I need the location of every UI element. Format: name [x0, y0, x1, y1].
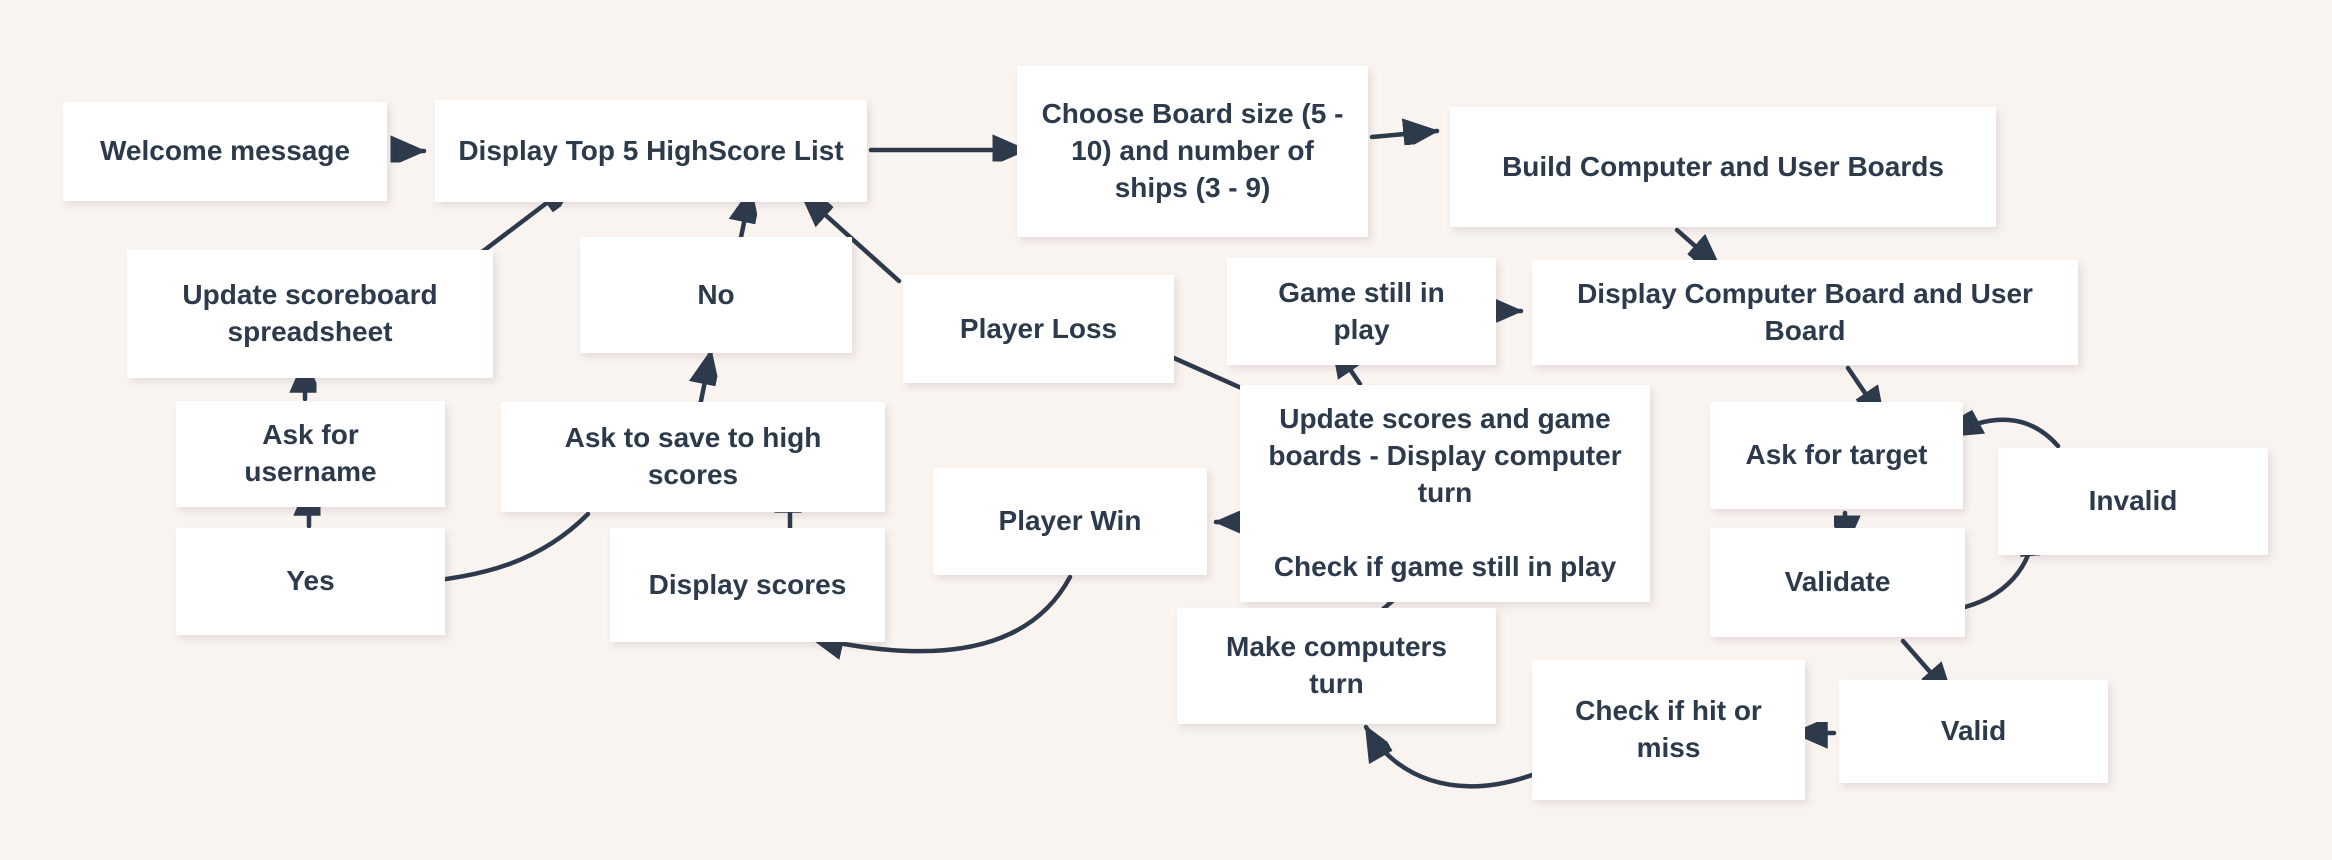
edge-invalid-to-ask-target: [1945, 420, 2061, 449]
node-valid: Valid: [1839, 680, 2108, 783]
node-make-turn: Make computers turn: [1177, 608, 1496, 724]
node-ask-target: Ask for target: [1710, 402, 1963, 509]
node-build: Build Computer and User Boards: [1450, 107, 1996, 227]
node-no: No: [580, 237, 852, 353]
node-choose: Choose Board size (5 - 10) and number of…: [1017, 66, 1368, 237]
node-top5: Display Top 5 HighScore List: [435, 100, 867, 202]
node-disp-boards: Display Computer Board and User Board: [1532, 260, 2078, 365]
node-disp-scores: Display scores: [610, 528, 885, 642]
node-player-win: Player Win: [933, 468, 1207, 575]
node-yes: Yes: [176, 528, 445, 635]
node-ask-save: Ask to save to high scores: [501, 402, 885, 512]
edge-ask-save-to-no: [700, 348, 711, 409]
node-validate: Validate: [1710, 528, 1965, 637]
node-upd-big: Update scores and game boards - Display …: [1240, 385, 1650, 602]
node-check-hit: Check if hit or miss: [1532, 660, 1805, 800]
node-upd-sheet: Update scoreboard spreadsheet: [127, 250, 493, 378]
edge-check-hit-to-make-turn: [1363, 724, 1535, 789]
node-player-loss: Player Loss: [903, 275, 1174, 383]
node-ask-username: Ask for username: [176, 401, 445, 507]
node-welcome: Welcome message: [63, 102, 387, 201]
node-game-still: Game still in play: [1227, 258, 1496, 365]
edge-choose-to-build: [1369, 131, 1440, 137]
node-invalid: Invalid: [1998, 448, 2268, 555]
